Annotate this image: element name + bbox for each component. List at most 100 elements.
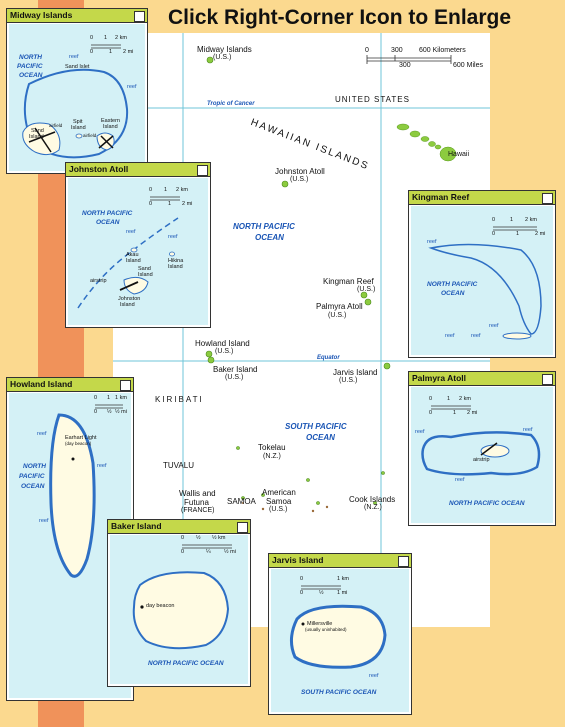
scale-mi-2: 2 mi <box>467 410 478 416</box>
scale-mi-0: 0 <box>90 49 94 55</box>
inset-midway: Midway Islands 0 1 2 km 0 1 2 mi NORTH P… <box>6 8 148 174</box>
label-wallis: Wallis and <box>179 489 216 498</box>
scale-bar <box>366 55 452 64</box>
label-spit-island: Spit <box>73 119 83 125</box>
scale-km-1: 1 <box>164 187 168 193</box>
label-tokelau: Tokelau <box>258 443 286 452</box>
ocean-label: NORTH <box>19 54 42 61</box>
scale-km-end: 600 Kilometers <box>419 47 466 54</box>
ocean-label: NORTH PACIFIC OCEAN <box>449 500 525 507</box>
label-sand-island-2: Island <box>29 134 44 140</box>
inset-map-body: 0 1 2 km 0 1 2 mi NORTH PACIFIC OCEAN Ak… <box>68 178 208 325</box>
label-eastern-island-2: Island <box>103 124 118 130</box>
label-millersville: Millersville <box>307 621 333 627</box>
inset-title-bar: Midway Islands <box>7 9 147 23</box>
label-reef: reef <box>69 54 79 60</box>
inset-map-body: 0 1 km 0 ½ 1 mi Millersville (usually un… <box>271 569 409 712</box>
inset-baker: Baker Island 0 ½ ½ km 0 ¼ ½ mi day beaco… <box>107 519 251 687</box>
label-reef: reef <box>369 673 379 679</box>
label-baker: Baker Island <box>213 365 258 374</box>
label-sand-island: Sand <box>138 266 151 272</box>
inset-title-bar: Kingman Reef <box>409 191 555 205</box>
label-sand-islet: Sand Islet <box>65 64 90 70</box>
label-akau-2: Island <box>126 258 141 264</box>
label-american-samoa: Samoa <box>266 497 292 506</box>
label-cook: Cook Islands <box>349 495 396 504</box>
scale-mi-1: 1 <box>109 49 113 55</box>
scale-mi-0: 0 <box>429 410 433 416</box>
ocean-label: OCEAN <box>19 72 43 79</box>
label-france: (FRANCE) <box>181 507 215 514</box>
label-akau: Akau <box>126 252 139 258</box>
label-reef: reef <box>126 229 136 235</box>
inset-map-body: 0 1 2 km 0 1 2 mi NORTH PACIFIC OCEAN re… <box>411 206 553 355</box>
label-palmyra-us: (U.S.) <box>328 312 347 319</box>
scale-km-1: 1 <box>107 395 111 401</box>
scale-km-2: 2 km <box>525 217 537 223</box>
scale-km-0: 0 <box>90 35 94 41</box>
enlarge-icon[interactable] <box>237 522 248 533</box>
inset-map-body: 0 1 2 km 0 1 2 mi airstrip reef reef ree… <box>411 387 553 523</box>
label-reef: reef <box>455 477 465 483</box>
scale-km-1: 1 <box>104 35 108 41</box>
scale-mi-0: 0 <box>492 231 496 237</box>
enlarge-icon[interactable] <box>134 11 145 22</box>
scale-mi-2: ½ mi <box>224 549 236 555</box>
label-airfield: airfield <box>83 133 97 138</box>
label-kingman-us: (U.S.) <box>357 286 376 293</box>
ocean-label: SOUTH PACIFIC OCEAN <box>301 689 377 696</box>
enlarge-icon[interactable] <box>542 193 553 204</box>
ocean-label: NORTH PACIFIC <box>427 281 478 288</box>
ocean-label: NORTH <box>23 463 46 470</box>
label-tuvalu: TUVALU <box>163 461 194 470</box>
scale-mi-1: ¼ <box>206 549 211 555</box>
scale-mi-2: 2 mi <box>123 49 134 55</box>
inset-title: Palmyra Atoll <box>412 373 467 383</box>
scale-mi-0: 0 <box>94 409 98 415</box>
label-reef: reef <box>39 518 49 524</box>
label-reef: reef <box>37 431 47 437</box>
inset-title: Howland Island <box>10 379 73 389</box>
enlarge-icon[interactable] <box>197 165 208 176</box>
label-johnston-island: Johnston <box>118 296 141 302</box>
scale-km-mid: 300 <box>391 47 403 54</box>
inset-title-bar: Johnston Atoll <box>66 163 210 177</box>
label-airstrip: airstrip <box>90 278 107 284</box>
inset-johnston: Johnston Atoll 0 1 2 km 0 1 2 mi NORTH P… <box>65 162 211 328</box>
small-islands <box>242 502 329 513</box>
inset-title-bar: Palmyra Atoll <box>409 372 555 386</box>
label-howland-us: (U.S.) <box>215 348 234 355</box>
inset-title-bar: Howland Island <box>7 378 133 392</box>
hawaiian-islands <box>396 123 457 162</box>
label-south-ocean: OCEAN <box>306 433 335 442</box>
label-howland: Howland Island <box>195 339 250 348</box>
label-hawaii: Hawaii <box>448 151 470 158</box>
label-united-states: UNITED STATES <box>335 95 410 104</box>
label-futuna: Futuna <box>184 498 209 507</box>
label-johnston-island-2: Island <box>120 302 135 308</box>
scale-mi-1: ½ <box>319 590 324 596</box>
inset-title: Jarvis Island <box>272 555 324 565</box>
scale-km-0: 0 <box>429 396 433 402</box>
enlarge-icon[interactable] <box>398 556 409 567</box>
ocean-label: NORTH PACIFIC OCEAN <box>148 660 224 667</box>
scale-km-0: 0 <box>149 187 153 193</box>
scale-mi-0: 0 <box>181 549 185 555</box>
label-kiribati: KIRIBATI <box>155 395 204 404</box>
scale-mi-1: 1 <box>516 231 520 237</box>
scale-km-2: 2 km <box>115 35 127 41</box>
main-map-graphics <box>113 33 490 627</box>
ocean-label: OCEAN <box>21 483 45 490</box>
label-reef: reef <box>127 84 137 90</box>
inset-palmyra: Palmyra Atoll 0 1 2 km 0 1 2 mi airstrip… <box>408 371 556 526</box>
label-reef: reef <box>523 427 533 433</box>
label-hikina-2: Island <box>168 264 183 270</box>
scale-km-1: 1 km <box>337 576 349 582</box>
inset-jarvis: Jarvis Island 0 1 km 0 ½ 1 mi Millersvil… <box>268 553 412 715</box>
enlarge-icon[interactable] <box>120 380 131 391</box>
label-baker-us: (U.S.) <box>225 374 244 381</box>
scale-km-0: 0 <box>181 535 185 541</box>
inset-title: Midway Islands <box>10 10 73 20</box>
enlarge-icon[interactable] <box>542 374 553 385</box>
scale-km-2: 2 km <box>176 187 188 193</box>
